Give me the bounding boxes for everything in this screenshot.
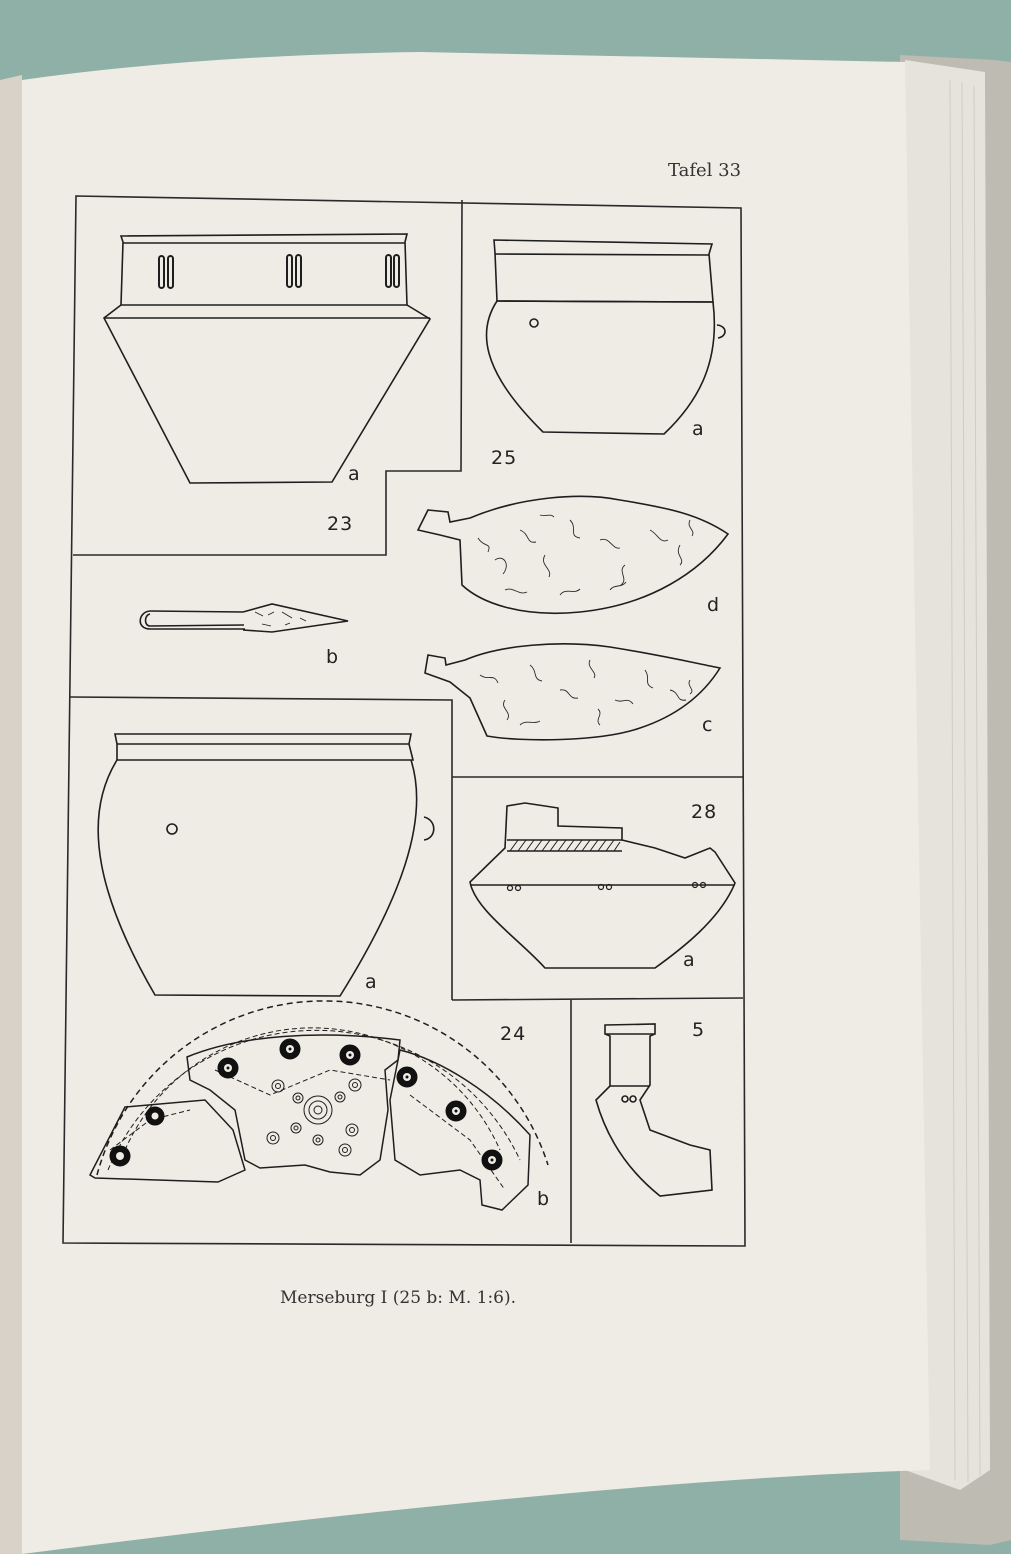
- fig28-label-a: a: [683, 949, 695, 971]
- fig28-hatched-band: [509, 839, 621, 852]
- fig25-label-d: d: [707, 594, 720, 616]
- left-page-edge: [0, 75, 22, 1554]
- fig28-dots: [506, 881, 707, 892]
- fig24-label-a: a: [365, 971, 377, 993]
- fig23-label-a: a: [348, 463, 360, 485]
- fig5-number: 5: [692, 1019, 706, 1041]
- fig25-knife-d-drawing: [416, 495, 730, 615]
- plate-frame: [62, 195, 746, 1247]
- fig25-knife-c-drawing: [424, 643, 722, 741]
- fig25-vessel-drawing: [485, 239, 726, 435]
- fig24-label-b: b: [537, 1188, 550, 1210]
- fig23-vessel-drawing: [102, 233, 432, 484]
- fig23-label-b: b: [326, 646, 339, 668]
- fig23-spearhead-drawing: [139, 603, 349, 633]
- fig24-number: 24: [500, 1023, 527, 1045]
- fig24-vessel-drawing: [97, 733, 435, 997]
- fig24-fragments-drawing: [89, 1000, 549, 1211]
- fig5-vessel-drawing: [595, 1023, 713, 1197]
- fig25-number: 25: [491, 447, 518, 469]
- page-stack-edge: [905, 60, 990, 1490]
- plate-caption: Merseburg I (25 b: M. 1:6).: [280, 1288, 517, 1308]
- fig25-label-a: a: [692, 418, 704, 440]
- plate-label: Tafel 33: [668, 160, 742, 181]
- book-page: [22, 52, 930, 1554]
- fig23-number: 23: [327, 513, 354, 535]
- fig25-label-c: c: [702, 714, 713, 736]
- fig28-number: 28: [691, 801, 718, 823]
